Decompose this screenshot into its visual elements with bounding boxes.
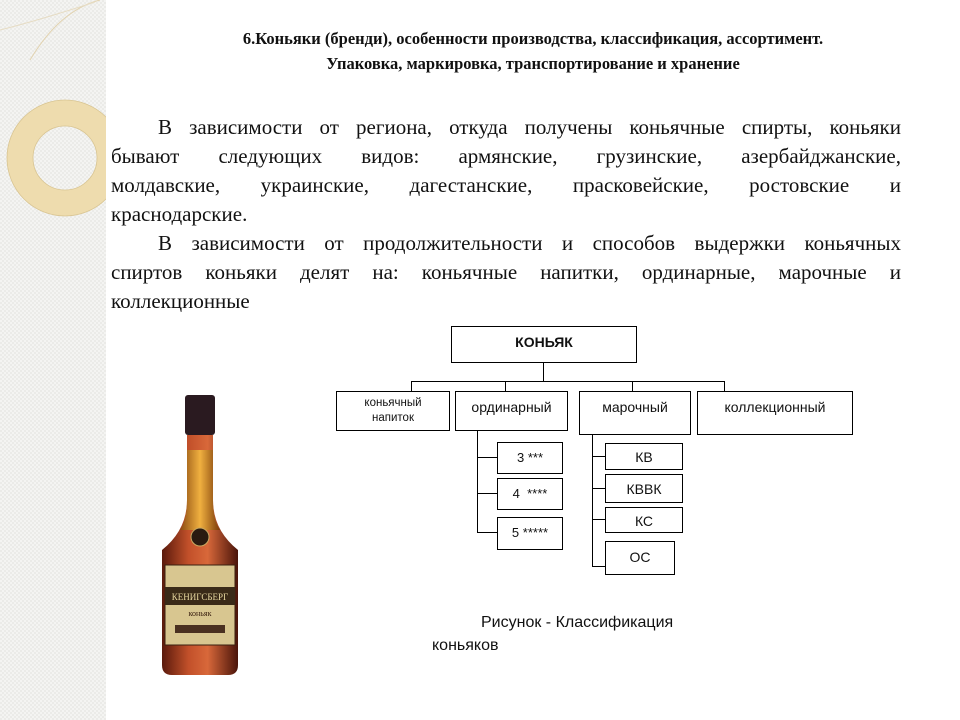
diagram-root-box: КОНЬЯК — [451, 326, 637, 363]
paragraph-2-line: спиртов коньяки делят на: коньячные напи… — [111, 260, 901, 284]
vintage-subtype-box: КВВК — [605, 474, 683, 503]
decorative-ring-graphic — [0, 0, 146, 230]
category-box: коньячный напиток — [336, 391, 450, 431]
category-box: марочный — [579, 391, 691, 435]
svg-text:КЕНИГСБЕРГ: КЕНИГСБЕРГ — [172, 592, 228, 602]
ordinary-subtype-box: 4 **** — [497, 478, 563, 510]
ordinary-subtype-box: 3 *** — [497, 442, 563, 474]
body-text: В зависимости от региона, откуда получен… — [111, 113, 901, 316]
category-box: коллекционный — [697, 391, 853, 435]
title-line-2: Упаковка, маркировка, транспортирование … — [326, 54, 740, 73]
paragraph-2-line: В зависимости от продолжительности и спо… — [158, 231, 901, 255]
figure-caption-line-1: Рисунок - Классификация — [481, 614, 674, 631]
slide-title: 6.Коньяки (бренди), особенности производ… — [110, 26, 956, 76]
paragraph-1-line: молдавские, украинские, дагестанские, пр… — [111, 173, 901, 197]
vintage-subtype-box: КС — [605, 507, 683, 533]
vintage-subtype-box: ОС — [605, 541, 675, 575]
ordinary-subtype-box: 5 ***** — [497, 517, 563, 550]
svg-text:коньяк: коньяк — [189, 609, 212, 618]
paragraph-1-line: В зависимости от региона, откуда получен… — [158, 115, 901, 139]
paragraph-1-line: краснодарские. — [111, 202, 248, 226]
vintage-subtype-box: КВ — [605, 443, 683, 470]
cognac-bottle-image: КЕНИГСБЕРГ коньяк — [162, 395, 238, 675]
title-line-1: 6.Коньяки (бренди), особенности производ… — [242, 29, 824, 48]
paragraph-2-line: коллекционные — [111, 289, 250, 313]
figure-caption-line-2: коньяков — [432, 637, 499, 654]
paragraph-1-line: бывают следующих видов: армянские, грузи… — [111, 144, 901, 168]
category-box: ординарный — [455, 391, 568, 431]
